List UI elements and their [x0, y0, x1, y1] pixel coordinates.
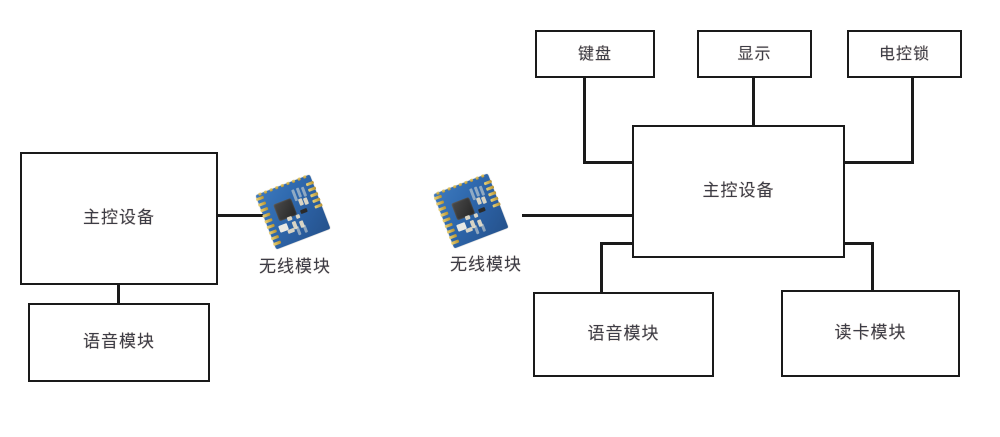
card-reader-label: 读卡模块 — [834, 323, 907, 343]
left-voice-module-label: 语音模块 — [83, 332, 155, 352]
connector-lock-vertical — [911, 77, 914, 164]
electric-lock-box[interactable]: 电控锁 — [847, 30, 962, 78]
connector-voice-horizontal — [600, 242, 636, 245]
connector-left-main-to-wireless — [216, 214, 264, 217]
connector-right-wireless-to-main — [522, 214, 634, 217]
left-wireless-pcb-icon — [255, 174, 331, 250]
right-wireless-pcb-icon — [433, 173, 509, 249]
connector-keypad-vertical — [583, 77, 586, 164]
connector-left-main-to-voice — [117, 283, 120, 304]
keypad-label: 键盘 — [577, 44, 612, 63]
display-label: 显示 — [737, 44, 772, 63]
right-wireless-module-label: 无线模块 — [450, 255, 522, 275]
left-main-controller-label: 主控设备 — [83, 208, 155, 228]
right-main-controller-box[interactable]: 主控设备 — [632, 125, 845, 258]
card-reader-box[interactable]: 读卡模块 — [781, 290, 960, 377]
right-voice-module-box[interactable]: 语音模块 — [533, 292, 714, 377]
left-wireless-module-label: 无线模块 — [259, 257, 331, 277]
left-voice-module-box[interactable]: 语音模块 — [28, 303, 210, 382]
connector-card-reader-horizontal — [843, 242, 874, 245]
connector-keypad-horizontal — [583, 161, 635, 164]
right-voice-module-label: 语音模块 — [587, 324, 660, 344]
electric-lock-label: 电控锁 — [878, 44, 930, 63]
left-main-controller-box[interactable]: 主控设备 — [20, 152, 218, 285]
connector-display-vertical — [752, 77, 755, 127]
connector-lock-horizontal — [843, 161, 914, 164]
connector-voice-vertical — [600, 242, 603, 294]
keypad-box[interactable]: 键盘 — [535, 30, 655, 78]
display-box[interactable]: 显示 — [697, 30, 812, 78]
right-main-controller-label: 主控设备 — [702, 181, 775, 201]
connector-card-reader-vertical — [871, 242, 874, 292]
